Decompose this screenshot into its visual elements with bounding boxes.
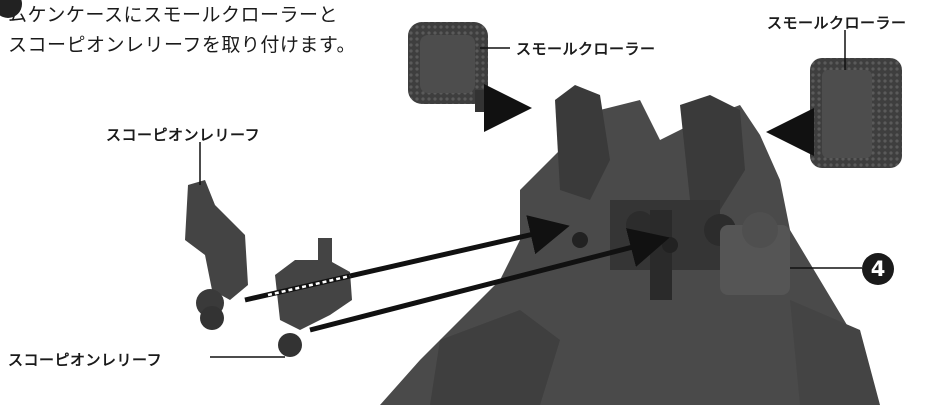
scorpion-relief-top-part — [185, 180, 248, 330]
machine-body — [380, 85, 880, 405]
scorpion-relief-bottom-part — [275, 238, 352, 357]
step-badge — [0, 0, 22, 18]
label-scorpion-relief-top: スコーピオンレリーフ — [106, 126, 261, 144]
instruction-line-2: スコーピオンレリーフを取り付けます。 — [8, 34, 356, 56]
label-scorpion-relief-bottom: スコーピオンレリーフ — [8, 351, 163, 369]
label-small-crawler-right: スモールクローラー — [767, 14, 907, 32]
assembly-arrows — [244, 84, 814, 333]
small-crawler-right-part — [810, 58, 902, 168]
instruction-text: ムケンケースにスモールクローラーと スコーピオンレリーフを取り付けます。 — [0, 0, 356, 60]
small-crawler-center-part — [408, 22, 493, 112]
instruction-line-1: ムケンケースにスモールクローラーと — [8, 4, 338, 26]
label-small-crawler-center: スモールクローラー — [516, 40, 656, 58]
part-number-badge: 4 — [862, 253, 894, 285]
